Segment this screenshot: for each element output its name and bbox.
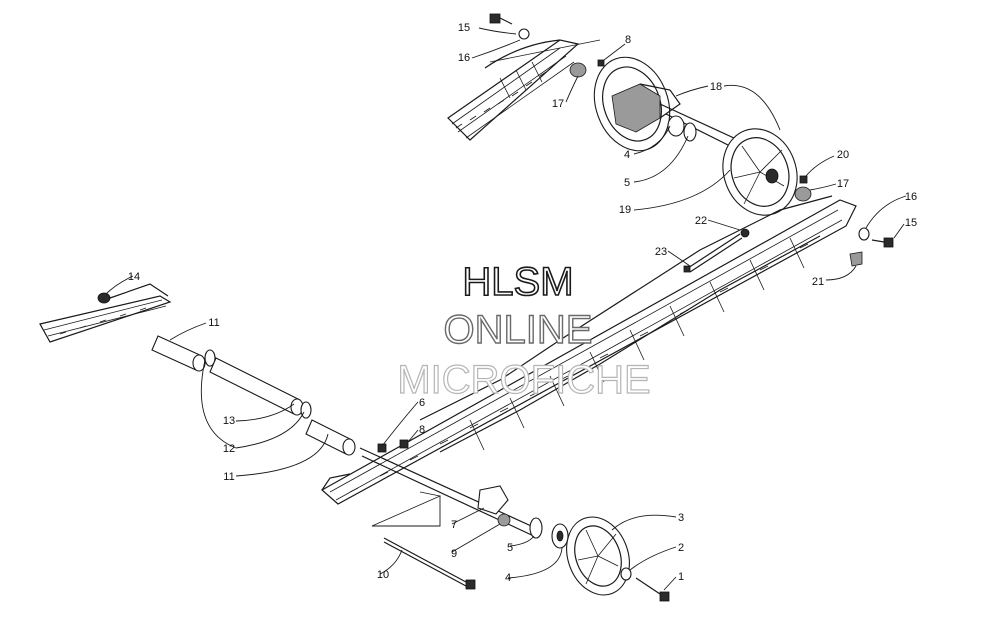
watermark: HLSM ONLINE MICROFICHE <box>397 259 652 402</box>
callout-17-right: 17 <box>837 178 849 190</box>
callout-19: 19 <box>619 204 631 216</box>
callout-20: 20 <box>837 149 849 161</box>
watermark-line-1: HLSM <box>462 260 573 304</box>
left-rail <box>39 283 172 343</box>
upper-rail <box>447 39 601 141</box>
callout-18: 18 <box>710 81 722 93</box>
spacer-tubes <box>97 292 356 456</box>
callout-1: 1 <box>678 571 684 583</box>
callout-23: 23 <box>655 246 667 258</box>
main-rail <box>320 195 857 505</box>
callout-21: 21 <box>812 276 824 288</box>
callout-22: 22 <box>695 215 707 227</box>
callout-7: 7 <box>451 519 457 531</box>
leader-lines <box>105 27 907 591</box>
callout-15-top: 15 <box>458 22 470 34</box>
callout-2: 2 <box>678 542 684 554</box>
callout-15-right: 15 <box>905 217 917 229</box>
lower-wheel-assembly <box>359 439 670 602</box>
callout-5-top: 5 <box>624 177 630 189</box>
callout-11-lower: 11 <box>223 471 234 483</box>
callout-labels: 15 16 8 17 18 4 5 20 17 19 16 15 22 23 2… <box>128 22 917 584</box>
callout-16-right: 16 <box>905 191 917 203</box>
upper-wheel-assembly <box>593 56 798 216</box>
callout-5-lower: 5 <box>507 542 513 554</box>
watermark-line-3: MICROFICHE <box>397 358 650 402</box>
callout-17-top: 17 <box>552 98 564 110</box>
callout-9: 9 <box>451 548 457 560</box>
callout-13: 13 <box>223 415 235 427</box>
callout-8-lower: 8 <box>419 424 425 436</box>
callout-14: 14 <box>128 271 140 283</box>
callout-12: 12 <box>223 443 235 455</box>
watermark-line-2: ONLINE <box>444 308 593 352</box>
callout-10: 10 <box>377 569 389 581</box>
callout-16-top: 16 <box>458 52 470 64</box>
callout-3: 3 <box>678 512 684 524</box>
callout-11-upper: 11 <box>208 317 219 329</box>
right-hardware <box>683 227 894 273</box>
callout-4-lower: 4 <box>505 572 511 584</box>
upper-hardware <box>489 13 812 202</box>
callout-8-top: 8 <box>625 34 631 46</box>
callout-4-top: 4 <box>624 149 630 161</box>
callout-6: 6 <box>419 397 425 409</box>
